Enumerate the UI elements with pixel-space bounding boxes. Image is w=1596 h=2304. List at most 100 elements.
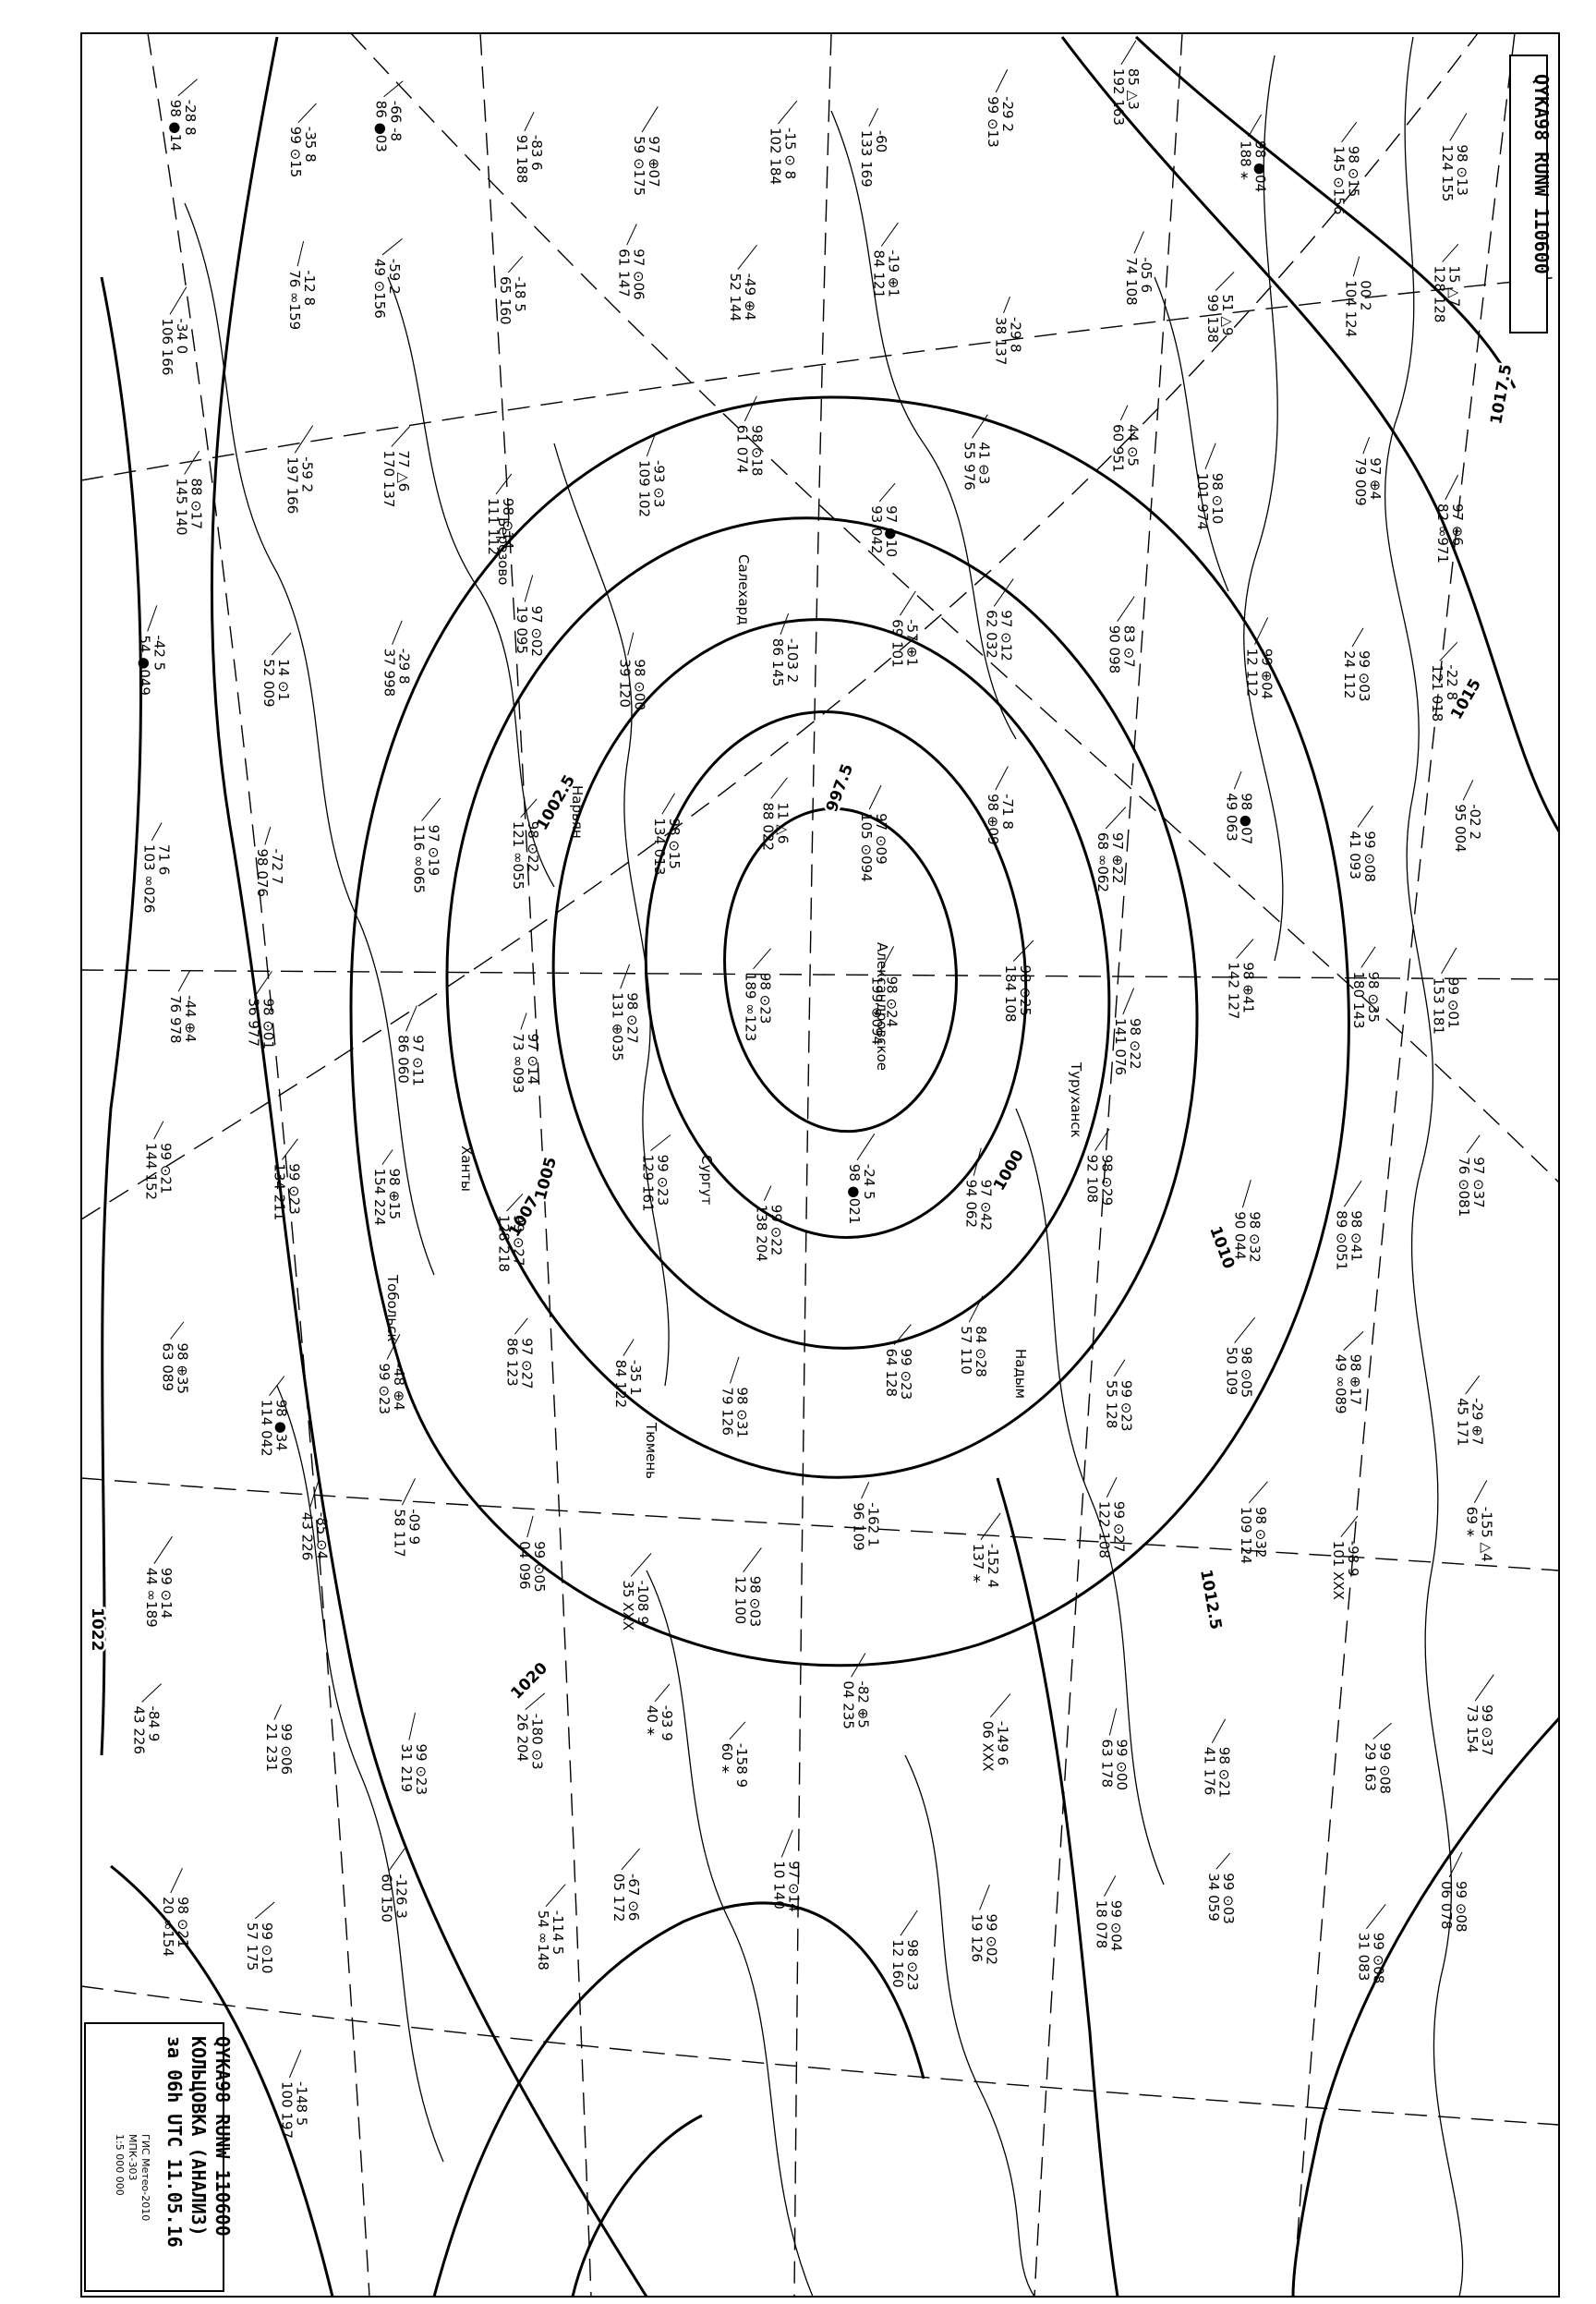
station-bottom-line: 99 ⊙23: [654, 1155, 671, 1207]
station-plot: 84 121-19 ⊕1: [870, 222, 901, 299]
station-bottom-line: 97 ⊙11: [410, 1035, 427, 1086]
station-top-line: 65 160: [497, 276, 514, 325]
station-top-line: 31 083: [1355, 1933, 1372, 1982]
station-top-line: 44 ∞189: [143, 1568, 160, 1628]
station-top-line: 98 ⊕09: [985, 794, 1001, 845]
wind-barb: [1366, 1903, 1386, 1930]
place-name: Салехард: [735, 554, 752, 625]
station-top-line: 105 ⊙094: [858, 813, 875, 882]
station-bottom-line: 97 ⊙42: [977, 1180, 994, 1231]
station-top-line: 06 078: [1438, 1881, 1455, 1930]
legend-box: QYKA98 RUNW 110600 КОЛЬЦОВКА (АНАЛИЗ) за…: [84, 2022, 234, 2292]
station-top-line: 36 977: [245, 999, 261, 1048]
station-bottom-line: 98 ⊙03: [747, 1576, 764, 1628]
station-plot: 49 ⊙156-59 2: [371, 238, 403, 319]
station-top-line: 90 098: [1106, 625, 1123, 674]
station-top-line: 99 ⊙15: [287, 127, 304, 178]
station-top-line: 86 145: [769, 638, 786, 687]
wind-barb: [526, 1515, 534, 1538]
place-name: Александровское: [874, 942, 890, 1071]
station-plot: 84 122-35 1: [612, 1339, 644, 1408]
station-top-line: 99 ⊙23: [376, 1364, 393, 1415]
station-top-line: 98 ●14: [167, 100, 184, 152]
station-bottom-line: -67 ⊙6: [625, 1874, 642, 1921]
place-name: Тобольск: [384, 1274, 401, 1342]
wind-barb: [1473, 1480, 1488, 1504]
station-bottom-line: 51 △9: [1219, 295, 1236, 336]
station-plot: 60 150-126 3: [379, 1846, 410, 1922]
wind-barb: [153, 1535, 173, 1564]
station-bottom-line: -93 9: [659, 1705, 675, 1741]
wind-barb: [1106, 1476, 1118, 1498]
station-bottom-line: 97 ⊙06: [631, 249, 647, 300]
station-plot: 98 ●021-24 5: [846, 1134, 877, 1224]
station-top-line: 20 ∞154: [160, 1897, 176, 1957]
wind-barb: [1449, 113, 1468, 141]
wind-barb: [621, 1848, 640, 1871]
wind-barb: [1248, 1481, 1268, 1504]
station-top-line: 19 095: [514, 606, 530, 655]
wind-barb: [893, 1324, 912, 1345]
station-top-line: 189 ∞123: [743, 973, 759, 1042]
wind-barb: [1236, 939, 1254, 959]
station-top-line: 60 951: [1109, 424, 1126, 473]
station-bottom-line: -114 5: [550, 1910, 566, 1955]
wind-barb: [1105, 806, 1127, 830]
station-bottom-line: 98 ⊙05: [1239, 1347, 1255, 1399]
station-top-line: 141 076: [1112, 1018, 1129, 1075]
legend-line-2: КОЛЬЦОВКА (АНАЛИЗ): [187, 2036, 210, 2237]
legend-line-4: ГИС Метео-2010: [139, 2134, 151, 2221]
station-top-line: 49 ⊙156: [371, 259, 388, 319]
station-bottom-line: 99 ⊙08: [1453, 1881, 1469, 1933]
wind-barb: [495, 473, 513, 495]
station-top-line: 86 123: [503, 1338, 520, 1387]
station-plot: 06 XXX-149 6: [979, 1693, 1011, 1771]
wind-barb: [1108, 1708, 1118, 1736]
station-bottom-line: -93 ⊙3: [650, 460, 667, 507]
wind-barb: [1012, 940, 1034, 962]
station-top-line: 109 102: [635, 460, 652, 517]
wind-barb: [255, 971, 272, 995]
wind-barb: [524, 112, 535, 132]
station-bottom-line: 41 ⊖3: [976, 442, 993, 484]
station-plot: 04 235-82 ⊕5: [840, 1653, 872, 1729]
station-top-line: 39 120: [617, 659, 634, 708]
wind-barb: [878, 946, 895, 973]
station-top-line: 94 062: [962, 1180, 979, 1229]
wind-barb: [264, 827, 272, 845]
wind-barb: [381, 238, 403, 256]
wind-barb: [381, 1149, 393, 1165]
wind-barb: [972, 414, 988, 439]
place-name: Нарьян: [569, 785, 586, 839]
station-bottom-line: -29 ⊕7: [1469, 1398, 1486, 1445]
station-bottom-line: 98 ●34: [273, 1400, 290, 1451]
station-top-line: 84 121: [870, 250, 887, 299]
station-bottom-line: 85 △3: [1125, 68, 1142, 110]
wind-barb: [641, 106, 659, 133]
station-top-line: 79 009: [1352, 457, 1369, 506]
station-bottom-line: 99 ⊙01: [1445, 977, 1462, 1029]
wind-barb: [989, 1693, 1011, 1718]
station-top-line: 19 126: [969, 1914, 985, 1963]
station-bottom-line: 99 ⊙23: [286, 1163, 303, 1215]
station-top-line: 60 150: [379, 1874, 395, 1922]
station-top-line: 101 974: [1194, 473, 1211, 530]
station-plot: 38 137-29 8: [993, 297, 1024, 365]
station-top-line: 145 ⊙156: [1331, 146, 1348, 215]
